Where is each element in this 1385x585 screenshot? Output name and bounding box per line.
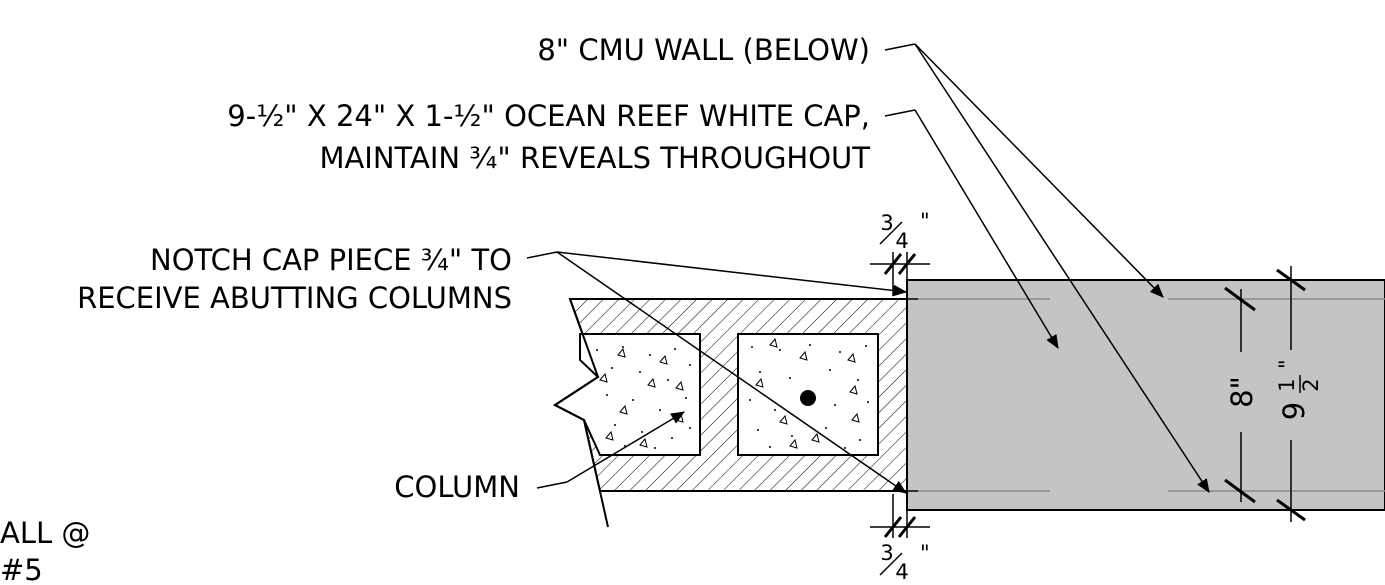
cap-width-whole: 9	[1277, 402, 1311, 420]
cap-width-value: 9 1 2 "	[1275, 359, 1323, 420]
reveal-top-num: 3	[880, 211, 893, 235]
cap-width-unit: "	[1275, 359, 1299, 369]
reveal-top-den: 4	[895, 229, 908, 253]
reveal-top-value: 3 4 "	[879, 209, 930, 253]
label-cut-line2: #5	[0, 553, 43, 585]
leader-notch	[526, 251, 908, 494]
leader-cap	[884, 109, 1059, 350]
break-line	[553, 298, 609, 528]
cap-width-den: 2	[1299, 378, 1323, 391]
wall-width-text: 8"	[1225, 376, 1259, 408]
cap-width-dimension	[1276, 266, 1306, 522]
reveal-top-unit: "	[920, 209, 930, 233]
label-cap-line2: MAINTAIN ¾" REVEALS THROUGHOUT	[319, 141, 870, 175]
reveal-dimension-bottom	[870, 494, 930, 538]
column-section	[553, 298, 908, 528]
rebar-dot	[800, 390, 816, 406]
label-column: COLUMN	[394, 470, 520, 504]
reveal-bottom-unit: "	[920, 541, 930, 565]
reveal-bottom-num: 3	[880, 541, 893, 565]
label-cut-line1: ALL @	[0, 516, 90, 550]
wall-width-dimension	[1224, 286, 1256, 504]
cap-width-num: 1	[1275, 378, 1299, 391]
grout-cell-left	[553, 333, 701, 456]
label-notch-line2: RECEIVE ABUTTING COLUMNS	[77, 281, 512, 315]
reveal-bottom-den: 4	[895, 560, 908, 584]
label-cap-line1: 9-½" X 24" X 1-½" OCEAN REEF WHITE CAP,	[227, 99, 870, 133]
reveal-dimension-top	[870, 252, 930, 296]
label-cmu-wall: 8" CMU WALL (BELOW)	[537, 33, 870, 67]
reveal-bottom-value: 3 4 "	[879, 541, 930, 584]
wall-width-value: 8"	[1225, 376, 1259, 408]
grout-aggregate	[599, 337, 860, 449]
grout-stipple	[596, 344, 869, 449]
leader-cmu-wall	[884, 43, 1210, 493]
leader-column	[536, 411, 686, 489]
label-notch-line1: NOTCH CAP PIECE ¾" TO	[150, 243, 512, 277]
